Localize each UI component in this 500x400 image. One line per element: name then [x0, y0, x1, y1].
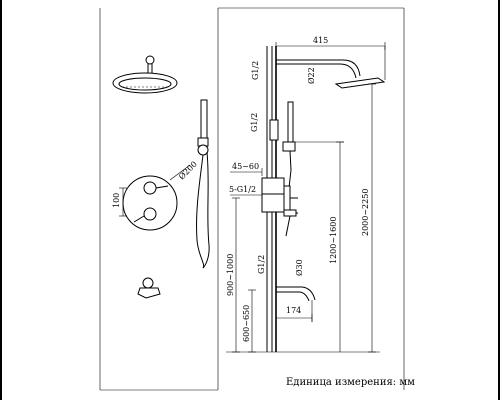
dim-174-label: 174: [286, 306, 301, 315]
dim-1200-1600-label: 1200~1600: [329, 217, 338, 264]
dim-45-60: [230, 168, 263, 176]
hand-shower-side: [282, 101, 296, 189]
dim-1200-1600: [293, 141, 344, 352]
mixer-side: [283, 185, 298, 237]
thread-holder-label: G1/2: [250, 113, 259, 132]
dim-5-g12-label: 5-G1/2: [229, 185, 256, 194]
spout-side: [276, 286, 316, 302]
thread-spout-label: G1/2: [257, 255, 266, 274]
dim-415-label: 415: [313, 36, 328, 45]
shower-arm-and-head: [276, 59, 386, 89]
rain-shower-head-front: [112, 55, 178, 94]
dim-600-650-label: 600~650: [242, 305, 251, 342]
dim-diam-30: Ø30: [295, 259, 304, 276]
dim-900-1000-label: 900~1000: [226, 254, 235, 296]
dim-diam-22: Ø22: [307, 67, 316, 84]
dim-174: [276, 300, 313, 322]
dim-2000-2250-label: 2000~2250: [361, 189, 370, 236]
mixer-valve-front: [122, 164, 191, 231]
wall-and-pipe: [261, 46, 285, 352]
unit-caption: Единица измерения: мм: [286, 377, 415, 388]
hand-shower-holder-front: [196, 99, 210, 269]
thread-top-label: G1/2: [251, 61, 260, 80]
tub-spout-front: [137, 277, 161, 299]
dim-height-100: [119, 187, 127, 217]
dim-100-label: 100: [112, 193, 121, 208]
dim-45-60-label: 45~60: [232, 162, 259, 171]
dim-415: [275, 42, 386, 80]
